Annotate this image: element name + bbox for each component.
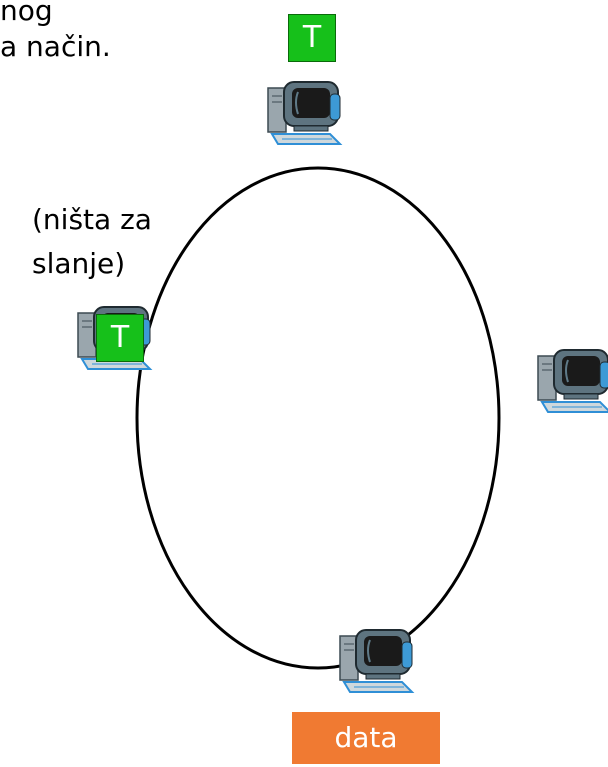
idle-note-line1: (ništa za [32,203,152,236]
computer-bottom [339,629,413,693]
fragment-line1: nog [0,0,53,27]
token-left: T [96,314,144,362]
fragment-line2: a način. [0,30,111,63]
token-top: T [288,14,336,62]
data-box: data [292,712,440,764]
computer-right [537,349,608,413]
computer-top [267,81,341,145]
ring-network [135,166,501,670]
idle-note-line2: slanje) [32,247,126,280]
